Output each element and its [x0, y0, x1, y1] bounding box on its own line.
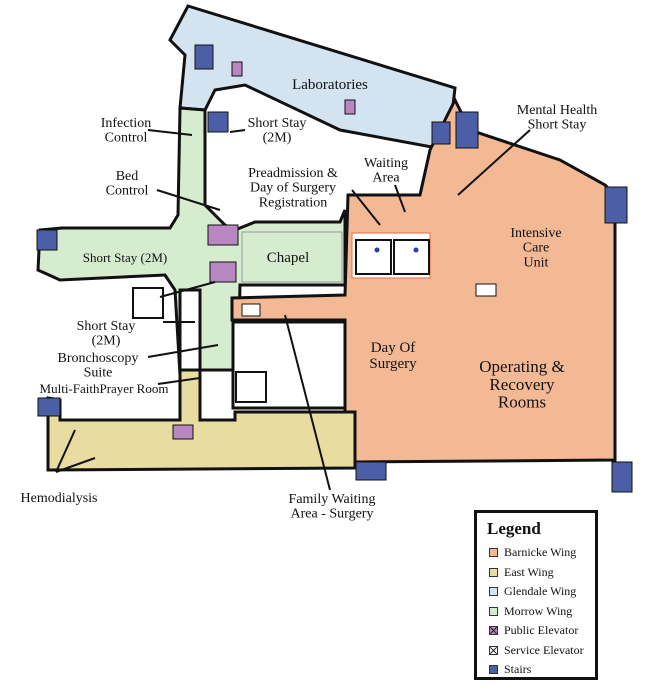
legend-item: Barnicke Wing	[489, 543, 595, 563]
public-elevator-icon	[172, 61, 356, 440]
legend-item-label: Glendale Wing	[504, 584, 577, 599]
barnicke-swatch	[489, 548, 498, 558]
legend-item: Stairs	[489, 660, 595, 680]
legend-item: Service Elevator	[489, 641, 595, 661]
hemodialysis-label: Hemodialysis	[21, 491, 98, 506]
legend-item-label: Public Elevator	[504, 623, 579, 638]
service-elevator-icon	[489, 645, 498, 655]
legend-item-label: Stairs	[504, 662, 532, 677]
legend-item-label: Service Elevator	[504, 642, 584, 657]
multifaith-label: Multi-FaithPrayer Room	[40, 381, 169, 396]
laboratories-label: Laboratories	[292, 77, 368, 93]
legend-item: East Wing	[489, 563, 595, 583]
short-stay-left-label: Short Stay (2M)	[83, 250, 168, 265]
legend-item-label: Morrow Wing	[504, 603, 573, 618]
public-elevator-icon	[489, 626, 498, 636]
morrow-swatch	[489, 606, 498, 616]
service-elevator-icon	[241, 283, 497, 317]
chapel-label: Chapel	[267, 250, 310, 266]
east-swatch	[489, 567, 498, 577]
accessible-icon	[374, 247, 419, 253]
glendale-swatch	[489, 587, 498, 597]
callout-lines	[55, 129, 531, 491]
chapel-room	[241, 231, 343, 283]
stairs-icon	[36, 44, 633, 493]
washroom-icon	[132, 239, 430, 403]
short-stay-top-label: Short Stay(2M)	[248, 116, 307, 146]
stairs-icon	[489, 665, 498, 675]
legend-item-label: East Wing	[504, 564, 554, 579]
short-stay-mid-label: Short Stay(2M)	[77, 319, 136, 349]
legend-item-label: Barnicke Wing	[504, 545, 577, 560]
legend-item: Glendale Wing	[489, 582, 595, 602]
legend-item: Morrow Wing	[489, 602, 595, 622]
legend-title: Legend	[487, 519, 541, 538]
east-wing	[46, 368, 357, 472]
legend-item: Public Elevator	[489, 621, 595, 641]
